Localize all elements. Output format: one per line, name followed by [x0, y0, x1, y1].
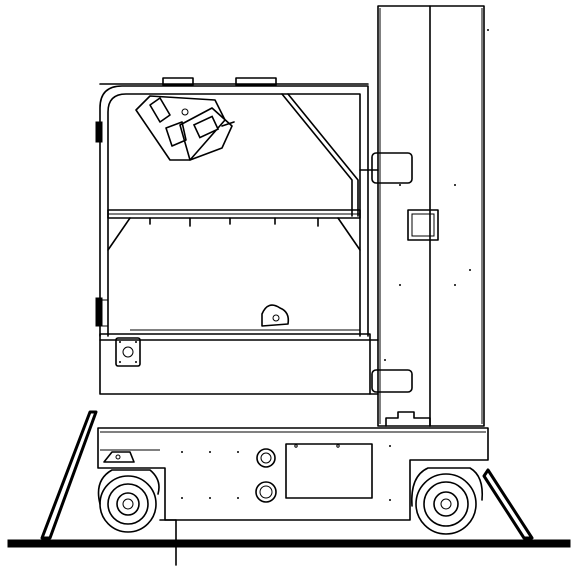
platform-cage [95, 77, 369, 337]
leader-line [159, 519, 177, 566]
platform-brackets [359, 152, 413, 393]
chassis [97, 411, 489, 521]
mast [377, 5, 489, 427]
platform-floor [99, 329, 379, 395]
front-strap [482, 468, 534, 540]
foot-pedal [261, 304, 290, 327]
ground-line [7, 539, 571, 548]
control-box [135, 95, 235, 161]
rear-wheel [97, 469, 160, 533]
front-wheel [411, 467, 484, 535]
rear-strap [40, 410, 98, 540]
